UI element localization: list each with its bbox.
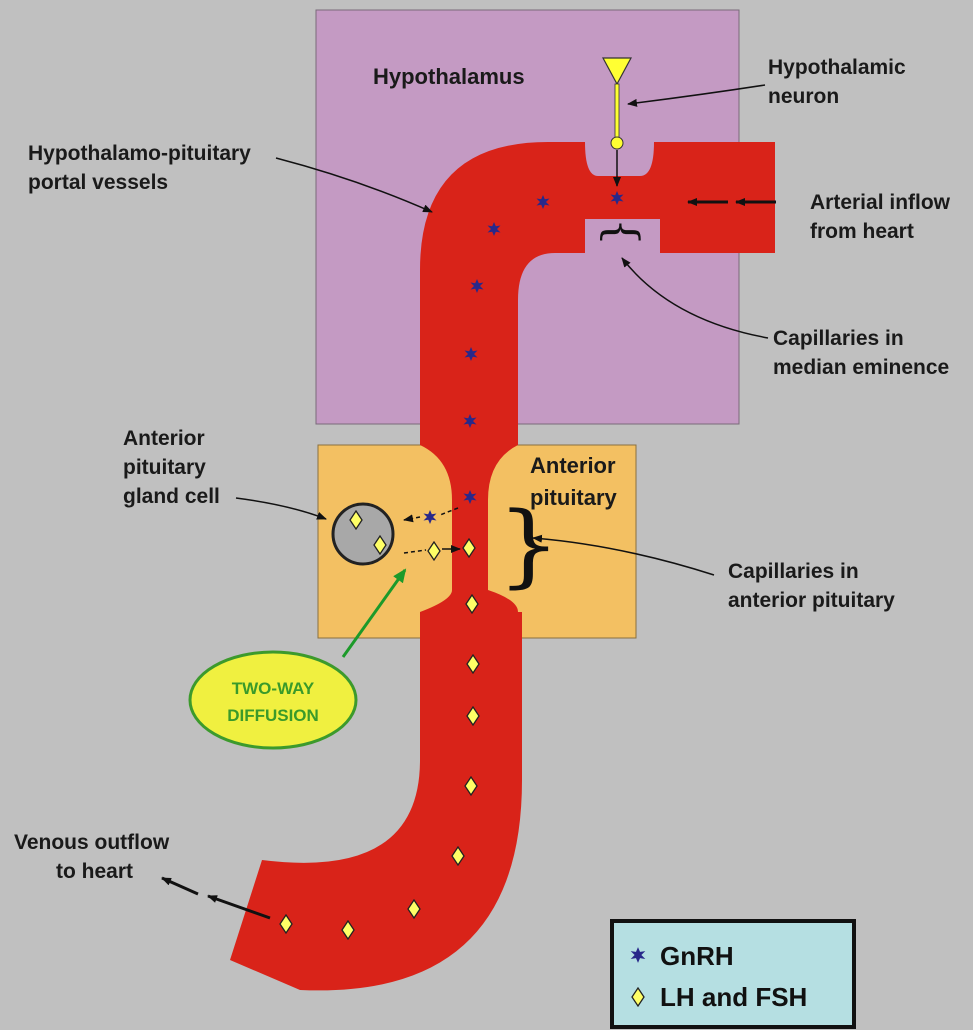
anterior-pituitary-label-2: pituitary bbox=[530, 485, 618, 510]
two-way-diffusion-badge: TWO-WAY DIFFUSION bbox=[190, 652, 356, 748]
arterial-inflow-label-2: from heart bbox=[810, 220, 914, 243]
legend: GnRH LH and FSH bbox=[612, 921, 854, 1027]
median-eminence-brace: { bbox=[596, 218, 647, 246]
capillaries-anterior-label-2: anterior pituitary bbox=[728, 589, 895, 612]
hypothalamic-neuron-label-2: neuron bbox=[768, 85, 839, 108]
hypothalamic-neuron-label-1: Hypothalamic bbox=[768, 56, 906, 79]
venous-outflow-label-2: to heart bbox=[56, 860, 133, 883]
capillaries-median-label-1: Capillaries in bbox=[773, 327, 904, 350]
capillaries-anterior-label-1: Capillaries in bbox=[728, 560, 859, 583]
gland-cell-label-3: gland cell bbox=[123, 485, 220, 508]
gland-cell-label-1: Anterior bbox=[123, 427, 205, 450]
two-way-line1: TWO-WAY bbox=[232, 679, 315, 698]
capillaries-median-label-2: median eminence bbox=[773, 356, 949, 379]
gland-cell bbox=[333, 504, 393, 564]
legend-gnrh-label: GnRH bbox=[660, 941, 734, 971]
anterior-pituitary-label-1: Anterior bbox=[530, 453, 616, 478]
venous-outflow-label-1: Venous outflow bbox=[14, 831, 170, 854]
hypothalamus-label: Hypothalamus bbox=[373, 64, 525, 89]
arterial-inflow-label-1: Arterial inflow bbox=[810, 191, 951, 214]
two-way-line2: DIFFUSION bbox=[227, 706, 319, 725]
portal-vessels-label-2: portal vessels bbox=[28, 171, 168, 194]
gland-cell-label-2: pituitary bbox=[123, 456, 206, 479]
legend-lh-fsh-label: LH and FSH bbox=[660, 982, 807, 1012]
portal-vessels-label-1: Hypothalamo-pituitary bbox=[28, 142, 251, 165]
